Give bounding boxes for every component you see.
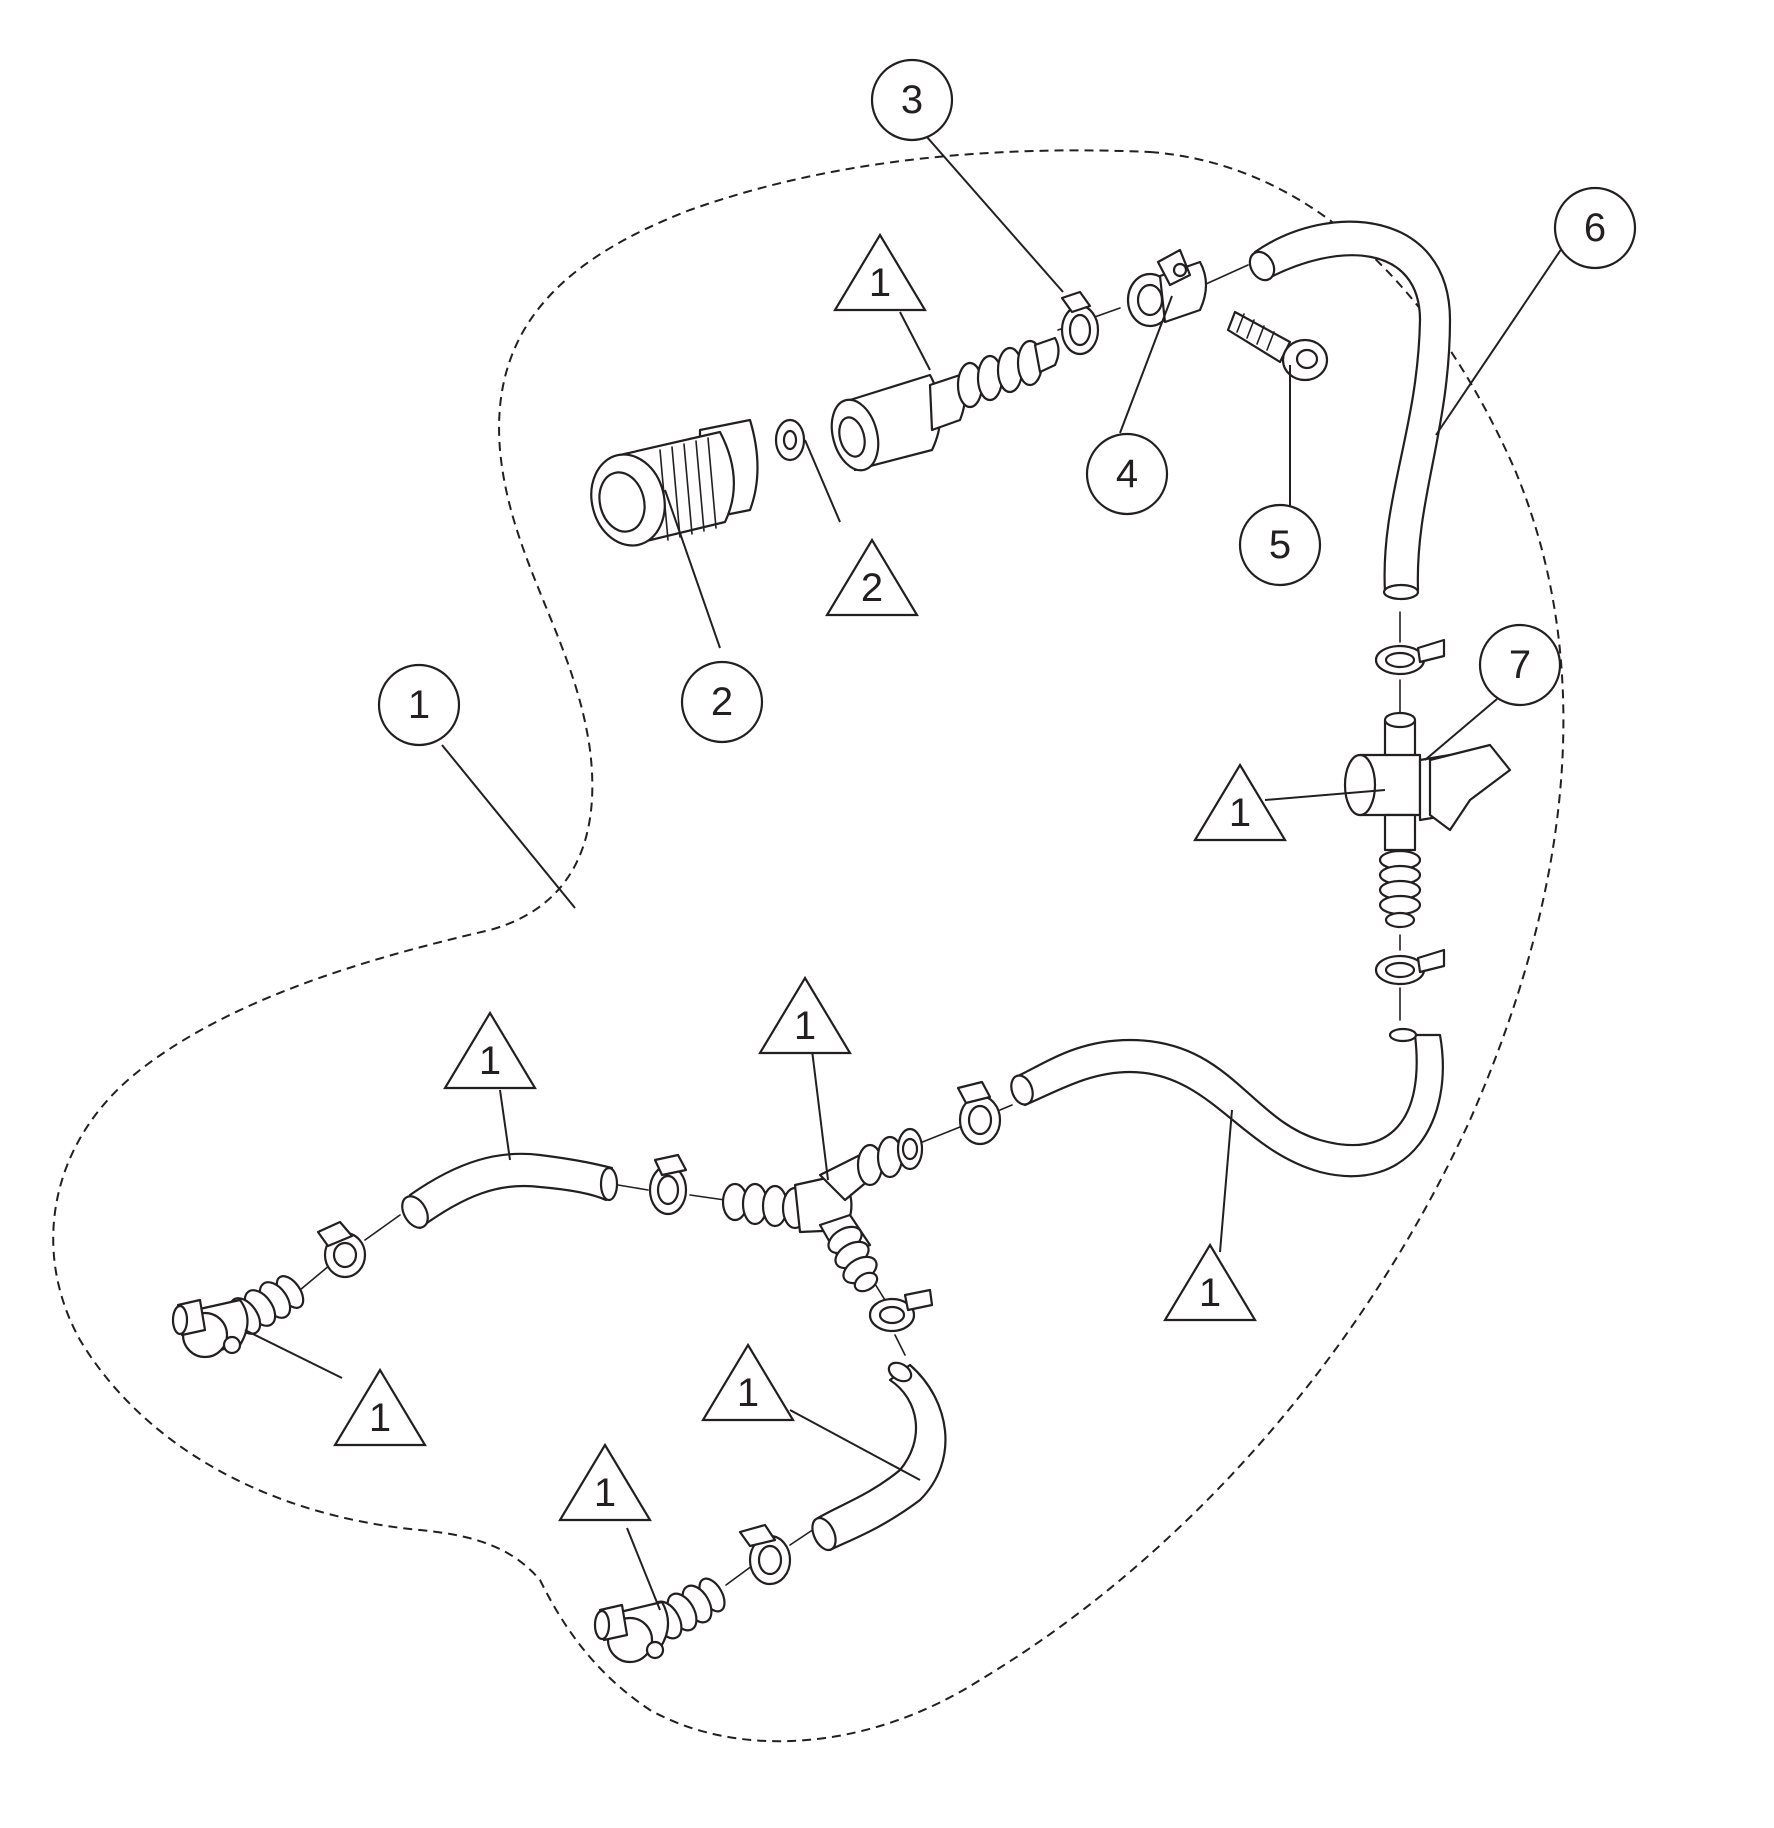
leader-lines <box>244 119 1563 1611</box>
callout-label: 1 <box>408 683 430 727</box>
hose-clamp-bottom-elbow <box>738 1523 792 1586</box>
callout-label: 1 <box>594 1471 616 1515</box>
circle-callout-5: 5 <box>1238 503 1322 587</box>
hose-adapter <box>830 336 1060 472</box>
callout-label: 1 <box>1229 791 1251 835</box>
washer <box>774 418 806 462</box>
circle-callout-6: 6 <box>1553 186 1637 270</box>
callout-label: 4 <box>1116 452 1138 496</box>
wye-connector <box>721 1127 924 1293</box>
circle-callout-3: 3 <box>870 58 954 142</box>
hose-clamp-3 <box>1060 290 1100 356</box>
hose-clamp-lower-tee <box>1374 948 1446 986</box>
triangle-callout-adapter: 1 <box>833 232 927 312</box>
tee-valve <box>1343 711 1512 929</box>
callout-label: 3 <box>901 78 923 122</box>
circle-callout-1: 1 <box>377 663 461 747</box>
screw <box>1226 310 1329 382</box>
callout-label: 1 <box>479 1039 501 1083</box>
circle-callout-7: 7 <box>1478 623 1562 707</box>
hose-clamp-left-elbow <box>316 1220 367 1279</box>
triangle-callout-wye: 1 <box>758 975 852 1055</box>
callout-label: 5 <box>1269 523 1291 567</box>
hose-nut <box>590 418 759 547</box>
callout-label: 1 <box>869 261 891 305</box>
circle-callout-2: 2 <box>680 660 764 744</box>
callout-label: 2 <box>861 566 883 610</box>
bracket <box>1126 248 1208 328</box>
callout-label: 1 <box>794 1004 816 1048</box>
hose-clamp-wye-bottom <box>868 1288 934 1333</box>
triangle-callout-left-hose: 1 <box>443 1010 537 1090</box>
bottom-elbow-fitting <box>593 1577 726 1664</box>
triangle-callout-bottom-elbow: 1 <box>558 1442 652 1522</box>
right-hose <box>1010 1027 1444 1178</box>
circle-callout-4: 4 <box>1085 432 1169 516</box>
triangle-callout-washer: 2 <box>825 537 919 617</box>
triangle-callout-tee: 1 <box>1193 762 1287 842</box>
triangle-callout-right-hose: 1 <box>1163 1242 1257 1322</box>
callout-label: 6 <box>1584 206 1606 250</box>
callout-label: 1 <box>737 1371 759 1415</box>
callout-label: 2 <box>711 680 733 724</box>
callout-label: 1 <box>369 1396 391 1440</box>
hose-clamp-wye-left <box>648 1153 688 1216</box>
callout-label: 1 <box>1199 1271 1221 1315</box>
left-hose <box>401 1152 619 1230</box>
hose-clamp-upper-tee <box>1374 638 1446 676</box>
hose-clamp-wye-right <box>956 1080 1002 1146</box>
upper-hose <box>1248 220 1452 601</box>
bottom-hose <box>811 1361 947 1552</box>
kit-outline <box>52 149 1565 1743</box>
triangle-callout-left-elbow: 1 <box>333 1367 427 1447</box>
left-elbow-fitting <box>171 1275 305 1359</box>
triangle-callout-bottom-hose: 1 <box>701 1342 795 1422</box>
callout-label: 7 <box>1509 643 1531 687</box>
